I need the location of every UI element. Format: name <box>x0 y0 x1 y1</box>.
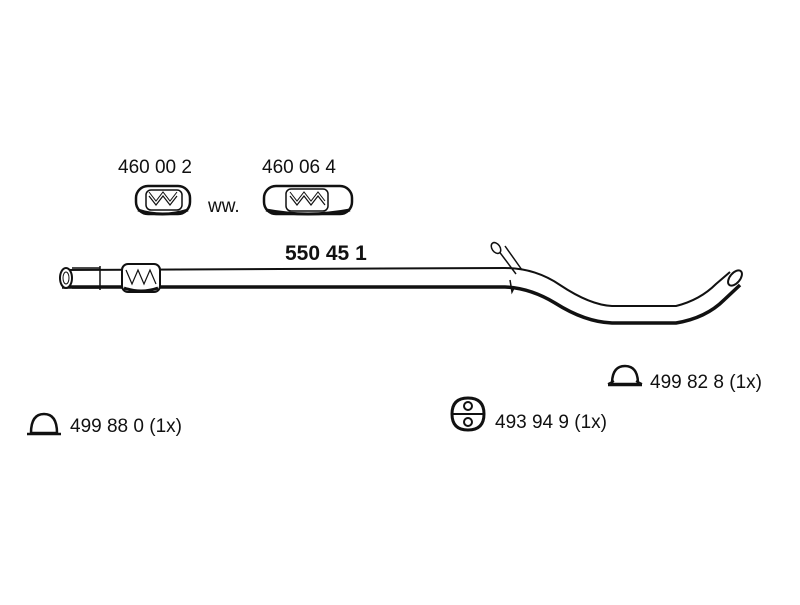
part-number-499-82-8: 499 82 8 (1x) <box>650 372 762 393</box>
part-number-493-94-9: 493 94 9 (1x) <box>495 412 607 433</box>
clamp-icon-499-88-0 <box>27 412 61 436</box>
part-number-550-45-1: 550 45 1 <box>285 242 367 265</box>
part-number-460-00-2: 460 00 2 <box>118 157 192 178</box>
hanger-icon-493-94-9 <box>450 396 486 432</box>
alternative-separator: ww. <box>208 196 240 217</box>
pipe-550-45-1 <box>59 241 743 325</box>
flex-joint-460-00-2 <box>134 184 192 216</box>
part-number-499-88-0: 499 88 0 (1x) <box>70 416 182 437</box>
part-number-460-06-4: 460 06 4 <box>262 157 336 178</box>
clamp-icon-499-82-8 <box>607 364 643 387</box>
flex-joint-460-06-4 <box>262 184 354 216</box>
